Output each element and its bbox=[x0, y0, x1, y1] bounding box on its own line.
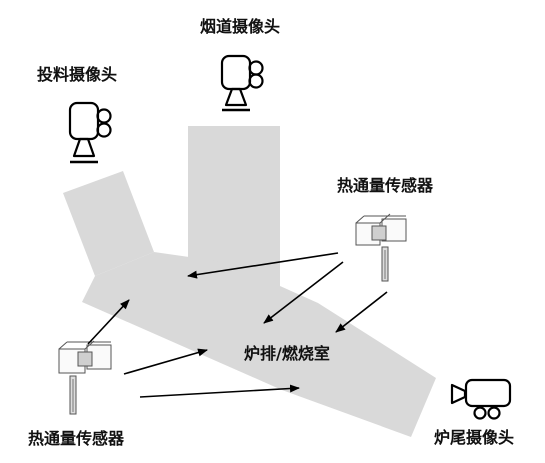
feed-camera-icon bbox=[68, 101, 112, 164]
feed-chute bbox=[63, 171, 154, 276]
flue-camera-label: 烟道摄像头 bbox=[200, 17, 281, 36]
tail-camera-label: 炉尾摄像头 bbox=[434, 428, 515, 447]
heat-flux-sensor-icon-top bbox=[355, 213, 407, 282]
arrows bbox=[87, 252, 388, 398]
arrow-bottom-sensor-to-rear bbox=[139, 384, 300, 398]
heat-flux-sensor-icon-bottom bbox=[58, 340, 112, 415]
arrow-top-sensor-to-flue bbox=[187, 252, 339, 279]
tail-camera-icon bbox=[450, 378, 512, 420]
arrow-top-sensor-to-center bbox=[263, 261, 344, 324]
arrow-bottom-sensor-to-grate bbox=[123, 348, 208, 375]
flue-camera-icon bbox=[220, 54, 264, 112]
furnace-chamber bbox=[82, 252, 436, 437]
arrow-bottom-sensor-to-feed bbox=[87, 299, 130, 345]
feed-camera-label: 投料摄像头 bbox=[37, 65, 118, 84]
furnace-label: 炉排/燃烧室 bbox=[244, 344, 330, 363]
heat-sensor-label-bottom: 热通量传感器 bbox=[28, 429, 125, 448]
arrow-top-sensor-to-chamber bbox=[335, 291, 388, 333]
heat-sensor-label-top: 热通量传感器 bbox=[337, 176, 434, 195]
furnace-body bbox=[63, 126, 436, 437]
